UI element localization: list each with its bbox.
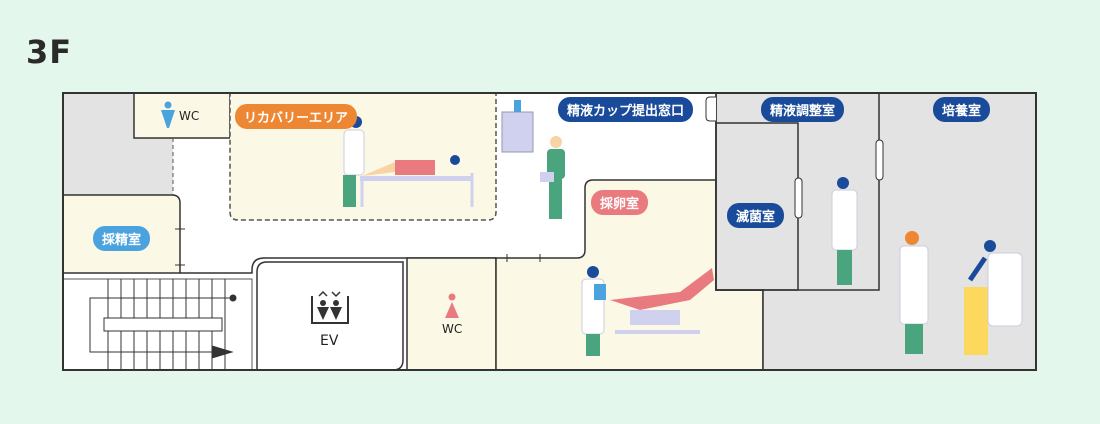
wc-men-label: WC	[179, 109, 200, 123]
floor-label: 3F	[26, 33, 73, 71]
elevator-room	[256, 261, 404, 371]
egg-retrieval-chair-illustration	[610, 268, 714, 334]
semen-prep-label: 精液調整室	[761, 97, 845, 122]
sterilization-label: 滅菌室	[727, 203, 785, 228]
recovery-area-label: リカバリーエリア	[235, 104, 358, 129]
wc-women-label: WC	[442, 322, 463, 336]
men-wc-icon	[161, 101, 175, 128]
submission-window	[705, 96, 716, 122]
women-wc-icon	[445, 293, 459, 318]
stair-steps	[89, 279, 237, 370]
elevator-icon	[311, 290, 349, 324]
cup-window-label: 精液カップ提出窓口	[558, 97, 694, 122]
elevator-label: EV	[320, 333, 339, 349]
doctor-illustration	[581, 266, 606, 356]
recovery-bed-illustration	[343, 116, 474, 207]
pass-box	[794, 177, 803, 219]
nurse-illustration	[540, 136, 565, 219]
microscope-illustration	[964, 240, 1023, 355]
embryologist-illustration	[899, 231, 929, 354]
semen-collection-label: 採精室	[93, 226, 151, 251]
culture-room-label: 培養室	[933, 97, 991, 122]
pass-box	[875, 139, 884, 181]
egg-retrieval-label: 採卵室	[591, 190, 649, 215]
lab-technician-illustration	[831, 177, 858, 285]
cart-illustration	[501, 100, 534, 153]
